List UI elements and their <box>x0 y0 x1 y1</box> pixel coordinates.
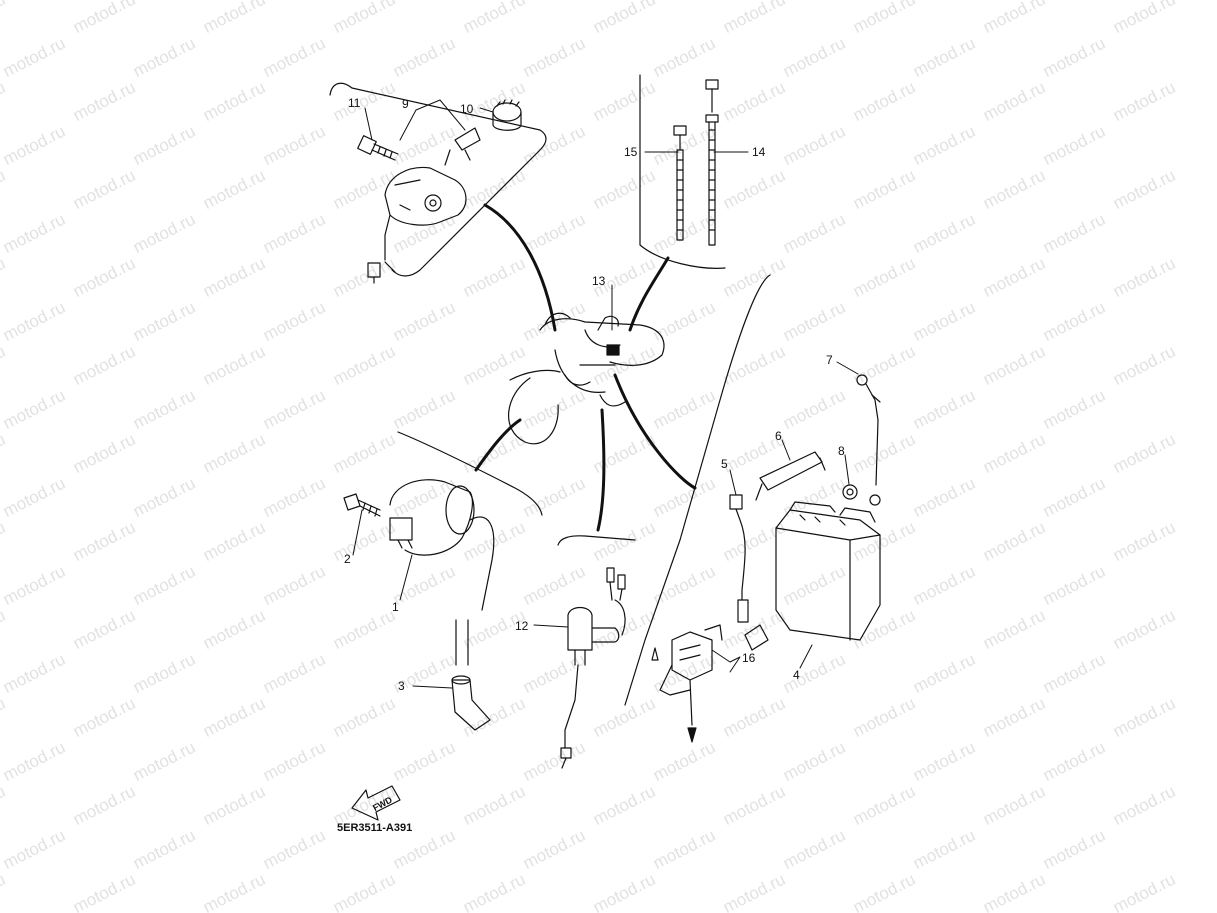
panel-outline-ties <box>639 74 726 269</box>
panel-outline-coil <box>397 431 543 516</box>
part-14-cable-tie <box>705 79 719 246</box>
callout-6: 6 <box>775 429 782 443</box>
part-5-lead <box>729 494 769 651</box>
callout-12: 12 <box>515 619 529 633</box>
panel-outline-battery <box>624 274 771 706</box>
panel-outline-switch <box>557 535 636 546</box>
callout-9: 9 <box>402 97 409 111</box>
connector-ignition <box>483 203 557 332</box>
callout-8: 8 <box>838 444 845 458</box>
part-15-cable-tie <box>673 125 687 241</box>
callout-16: 16 <box>742 651 756 665</box>
callout-15: 15 <box>624 145 638 159</box>
part-6-band <box>755 451 826 501</box>
callout-13: 13 <box>592 274 606 288</box>
connector-coil <box>474 418 522 472</box>
connector-ties <box>628 256 670 332</box>
callout-4: 4 <box>793 668 800 682</box>
motorcycle-outline <box>508 312 665 445</box>
part-7-lead <box>856 374 881 506</box>
callout-1: 1 <box>392 600 399 614</box>
connector-switch <box>596 408 606 532</box>
part-11-bolt <box>357 135 399 161</box>
fwd-label: FWD <box>371 794 394 813</box>
part-1-ignition-coil <box>389 479 495 611</box>
callout-2: 2 <box>344 552 351 566</box>
connector-battery <box>613 373 697 490</box>
part-2-bolt <box>343 493 381 517</box>
part-4-battery <box>775 501 881 641</box>
callout-11: 11 <box>348 96 361 110</box>
callout-3: 3 <box>398 679 405 693</box>
part-10-cap <box>492 99 522 131</box>
panel-outline-ignition <box>329 82 547 277</box>
callout-7: 7 <box>826 353 833 367</box>
diagram-code: 5ER3511-A391 <box>337 822 412 834</box>
part-9-main-switch <box>367 127 481 284</box>
fwd-arrow-icon <box>351 785 401 821</box>
part-12-switch <box>560 567 626 769</box>
part-3-plug-cap <box>451 619 491 731</box>
callout-10: 10 <box>460 102 474 116</box>
callout-5: 5 <box>721 457 728 471</box>
part-16-fuse-holder <box>651 624 723 743</box>
part-8-bolt <box>842 484 858 500</box>
callout-14: 14 <box>752 145 766 159</box>
